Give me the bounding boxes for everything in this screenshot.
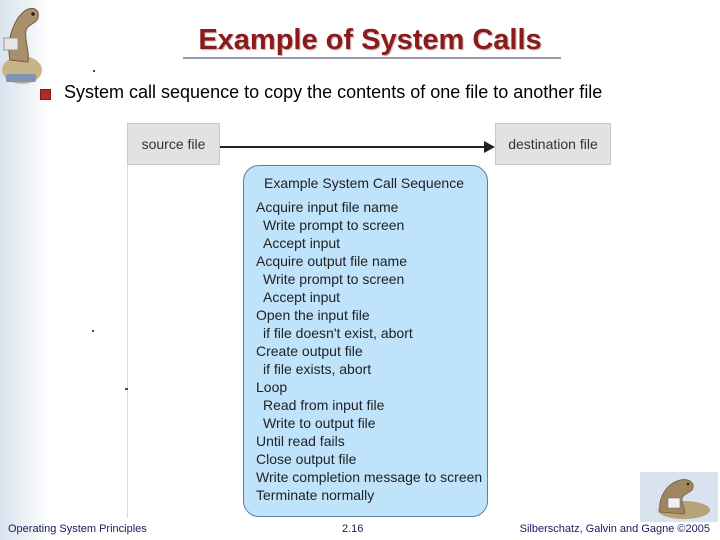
sequence-step: Terminate normally	[256, 487, 375, 503]
sequence-step: Write prompt to screen	[263, 217, 405, 233]
decorative-dot	[93, 70, 95, 72]
dinosaur-icon	[2, 7, 42, 84]
sequence-step: Loop	[256, 379, 288, 395]
slide-title: Example of System Calls	[198, 24, 542, 56]
sequence-step: Acquire input file name	[256, 199, 399, 215]
decorative-dot	[125, 388, 128, 390]
sequence-step: Write completion message to screen	[256, 469, 483, 485]
sequence-step: Open the input file	[256, 307, 370, 323]
sequence-step: Write prompt to screen	[263, 271, 405, 287]
sequence-title: Example System Call Sequence	[264, 175, 464, 191]
source-file-label: source file	[141, 136, 206, 152]
square-bullet-icon	[40, 89, 51, 100]
dinosaur-icon	[640, 472, 718, 522]
sequence-step: Read from input file	[263, 397, 385, 413]
system-call-sequence-box	[243, 165, 488, 517]
sequence-step: Accept input	[263, 289, 341, 305]
copy-arrow-line	[220, 146, 486, 148]
sequence-step: Until read fails	[256, 433, 345, 449]
sequence-step: if file doesn't exist, abort	[263, 325, 413, 341]
destination-file-box: destination file	[495, 123, 611, 165]
source-file-box: source file	[127, 123, 220, 165]
destination-file-label: destination file	[508, 136, 598, 152]
footer-course: Operating System Principles	[8, 523, 147, 535]
sequence-step: if file exists, abort	[263, 361, 372, 377]
sequence-step: Create output file	[256, 343, 363, 359]
sequence-step: Accept input	[263, 235, 341, 251]
arrow-right-icon	[484, 141, 495, 153]
decorative-dot	[92, 330, 94, 332]
figure-edge	[127, 122, 128, 518]
footer-copyright: Silberschatz, Galvin and Gagne ©2005	[519, 523, 710, 535]
sequence-step: Write to output file	[263, 415, 376, 431]
title-underline	[183, 57, 561, 59]
sequence-step: Close output file	[256, 451, 357, 467]
bullet-point: System call sequence to copy the content…	[40, 82, 700, 106]
bullet-text: System call sequence to copy the content…	[64, 82, 603, 102]
sequence-step: Acquire output file name	[256, 253, 407, 269]
footer-page-number: 2.16	[342, 523, 364, 535]
